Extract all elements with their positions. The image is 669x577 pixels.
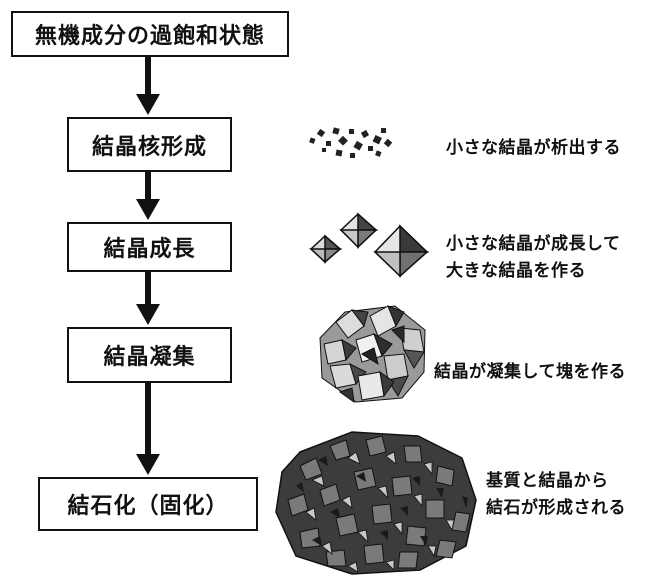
description-aggregation: 結晶が凝集して塊を作る — [434, 359, 626, 386]
step-aggregation: 結晶凝集 — [67, 327, 232, 383]
description-line: 小さな結晶が析出する — [446, 138, 621, 158]
description-stone-formation: 基質と結晶から 結石が形成される — [486, 468, 626, 522]
arrow-head-1 — [136, 94, 160, 115]
arrow-head-2 — [136, 199, 160, 220]
arrow-head-3 — [136, 304, 160, 325]
description-nucleation: 小さな結晶が析出する — [446, 135, 621, 162]
step-label: 結晶核形成 — [91, 134, 207, 160]
step-supersaturation: 無機成分の過飽和状態 — [11, 11, 289, 57]
step-label: 結晶凝集 — [103, 345, 196, 370]
description-line: 結晶が凝集して塊を作る — [434, 362, 626, 382]
description-line: 基質と結晶から — [486, 471, 609, 491]
step-label: 無機成分の過飽和状態 — [34, 24, 265, 49]
scattered-tiny-crystals — [309, 127, 393, 158]
description-growth: 小さな結晶が成長して 大きな結晶を作る — [446, 231, 621, 285]
description-line: 大きな結晶を作る — [446, 261, 586, 281]
step-label: 結石化（固化） — [67, 494, 229, 519]
step-stone-formation: 結石化（固化） — [38, 477, 258, 531]
step-growth: 結晶成長 — [67, 222, 232, 272]
three-octahedral-crystals — [309, 212, 429, 278]
step-label: 結晶成長 — [103, 237, 196, 262]
arrow-head-4 — [136, 454, 160, 475]
stone-mass — [275, 431, 477, 575]
description-line: 結石が形成される — [486, 498, 626, 518]
description-line: 小さな結晶が成長して — [446, 234, 621, 254]
step-nucleation: 結晶核形成 — [67, 117, 232, 172]
crystal-aggregate — [319, 305, 426, 404]
